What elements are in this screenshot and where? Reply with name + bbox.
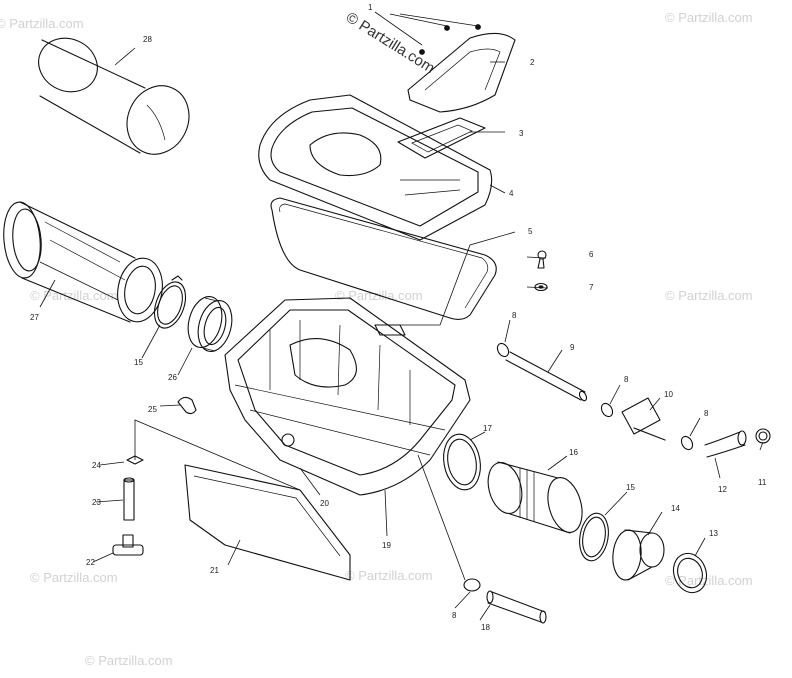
part-15-clamp-left (153, 275, 187, 329)
part-14-cone (612, 529, 665, 581)
part-9-tube (505, 351, 588, 402)
part-27-filter (3, 201, 163, 323)
callout-19: 19 (382, 541, 391, 550)
watermark-top-left: © Partzilla.com (0, 16, 84, 31)
watermark-mid-right: © Partzilla.com (665, 288, 753, 303)
callout-8-d: 8 (452, 611, 457, 620)
callout-11: 11 (758, 478, 767, 487)
part-18-tube (486, 590, 547, 624)
part-12-hose (704, 430, 747, 458)
callout-8-b: 8 (624, 375, 629, 384)
part-28-sleeve (38, 37, 190, 155)
callout-26: 26 (168, 373, 177, 382)
callout-13: 13 (709, 529, 718, 538)
callout-7: 7 (589, 283, 594, 292)
part-15-clamp-right (579, 512, 609, 562)
part-26-adapter (187, 295, 233, 353)
part-19-airbox (224, 297, 471, 496)
callout-20: 20 (320, 499, 329, 508)
callout-8-c: 8 (704, 409, 709, 418)
callout-9: 9 (570, 343, 575, 352)
callout-22: 22 (86, 558, 95, 567)
watermark-bottom-left-2: © Partzilla.com (85, 653, 173, 668)
part-4-lid (258, 94, 493, 241)
callouts: 1 2 3 4 5 6 7 8 8 8 8 9 10 11 12 13 14 1… (30, 3, 767, 632)
callout-18: 18 (481, 623, 490, 632)
callout-27: 27 (30, 313, 39, 322)
watermark-top-right: © Partzilla.com (665, 10, 753, 25)
part-10-valve (621, 397, 666, 441)
callout-6: 6 (589, 250, 594, 259)
callout-5: 5 (528, 227, 533, 236)
part-drain-assembly (112, 455, 144, 556)
callout-28: 28 (143, 35, 152, 44)
callout-4: 4 (509, 189, 514, 198)
watermark-main: © Partzilla.com (343, 9, 438, 77)
part-16-boot (487, 461, 583, 534)
part-5-gasket (270, 197, 497, 321)
callout-21: 21 (210, 566, 219, 575)
part-21-cover (184, 464, 351, 581)
callout-3: 3 (519, 129, 524, 138)
part-7-grommet (534, 282, 548, 292)
part-8-clamps (463, 342, 694, 592)
part-25-clip (177, 396, 197, 415)
part-11-clamp (755, 428, 771, 444)
watermark-bottom-left: © Partzilla.com (30, 570, 118, 585)
callout-8-a: 8 (512, 311, 517, 320)
part-2-cover (407, 24, 516, 113)
callout-25: 25 (148, 405, 157, 414)
callout-23: 23 (92, 498, 101, 507)
watermark-bottom-center: © Partzilla.com (345, 568, 433, 583)
leader-lines (39, 11, 764, 621)
part-3-plate (397, 117, 486, 159)
callout-1: 1 (368, 3, 373, 12)
watermark-bottom-right: © Partzilla.com (665, 573, 753, 588)
part-13-clamp (672, 552, 708, 594)
callout-10: 10 (664, 390, 673, 399)
callout-15-b: 15 (626, 483, 635, 492)
callout-12: 12 (718, 485, 727, 494)
part-17-oring (443, 433, 481, 491)
callout-16: 16 (569, 448, 578, 457)
part-6-screw (537, 250, 547, 269)
callout-14: 14 (671, 504, 680, 513)
callout-17: 17 (483, 424, 492, 433)
callout-15-a: 15 (134, 358, 143, 367)
watermark-mid-left: © Partzilla.com (30, 288, 118, 303)
callout-24: 24 (92, 461, 101, 470)
callout-2: 2 (530, 58, 535, 67)
